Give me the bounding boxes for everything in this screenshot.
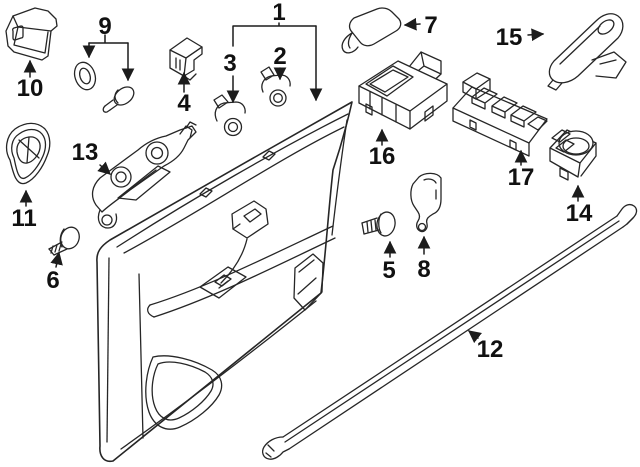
cover-cap bbox=[341, 7, 402, 54]
callout-15: 15 bbox=[496, 24, 523, 51]
callout-9: 9 bbox=[98, 13, 111, 40]
callout-12: 12 bbox=[477, 336, 504, 363]
callout-3: 3 bbox=[223, 50, 236, 77]
belt-weatherstrip bbox=[262, 203, 638, 460]
clip-bracket bbox=[169, 37, 203, 81]
screw-6 bbox=[48, 226, 80, 256]
inner-door-handle bbox=[91, 121, 197, 229]
leader-6 bbox=[50, 251, 63, 268]
callout-labels: 1 2 3 4 5 6 7 8 9 10 11 12 13 14 15 16 1… bbox=[11, 0, 593, 363]
handle-cutout bbox=[220, 200, 269, 284]
trim-clip-3 bbox=[213, 94, 246, 137]
callout-11: 11 bbox=[11, 205, 36, 232]
callout-4: 4 bbox=[177, 90, 191, 117]
leader-13 bbox=[97, 161, 111, 175]
handle-bezel bbox=[5, 122, 51, 185]
callout-16: 16 bbox=[369, 143, 396, 170]
screw-5 bbox=[361, 211, 396, 237]
master-window-switch bbox=[452, 72, 548, 157]
callout-6: 6 bbox=[46, 267, 59, 294]
callout-7: 7 bbox=[424, 12, 437, 39]
leader-1-bracket bbox=[232, 22, 317, 47]
armrest bbox=[147, 225, 336, 318]
angled-switch-unit bbox=[547, 13, 627, 91]
trim-clip-2 bbox=[260, 66, 291, 107]
callout-14: 14 bbox=[566, 200, 593, 227]
window-switch-single bbox=[358, 51, 448, 130]
callout-5: 5 bbox=[382, 257, 395, 284]
callout-13: 13 bbox=[72, 139, 99, 166]
callout-8: 8 bbox=[417, 256, 430, 283]
callout-2: 2 bbox=[273, 43, 286, 70]
leader-12 bbox=[467, 330, 482, 344]
leader-15 bbox=[527, 28, 545, 42]
door-pull-cup bbox=[293, 253, 324, 311]
leader-7 bbox=[403, 17, 421, 31]
hook-bracket bbox=[410, 172, 442, 233]
map-pocket bbox=[145, 355, 223, 430]
pocket-bracket bbox=[5, 7, 58, 61]
door-trim-panel bbox=[96, 101, 353, 463]
callout-leaders bbox=[19, 17, 585, 344]
callout-1: 1 bbox=[272, 0, 285, 26]
mirror-switch bbox=[549, 129, 597, 181]
callout-10: 10 bbox=[17, 75, 44, 102]
grommet-and-pin bbox=[73, 61, 135, 113]
leader-9-bracket bbox=[88, 34, 129, 44]
callout-17: 17 bbox=[508, 164, 535, 191]
